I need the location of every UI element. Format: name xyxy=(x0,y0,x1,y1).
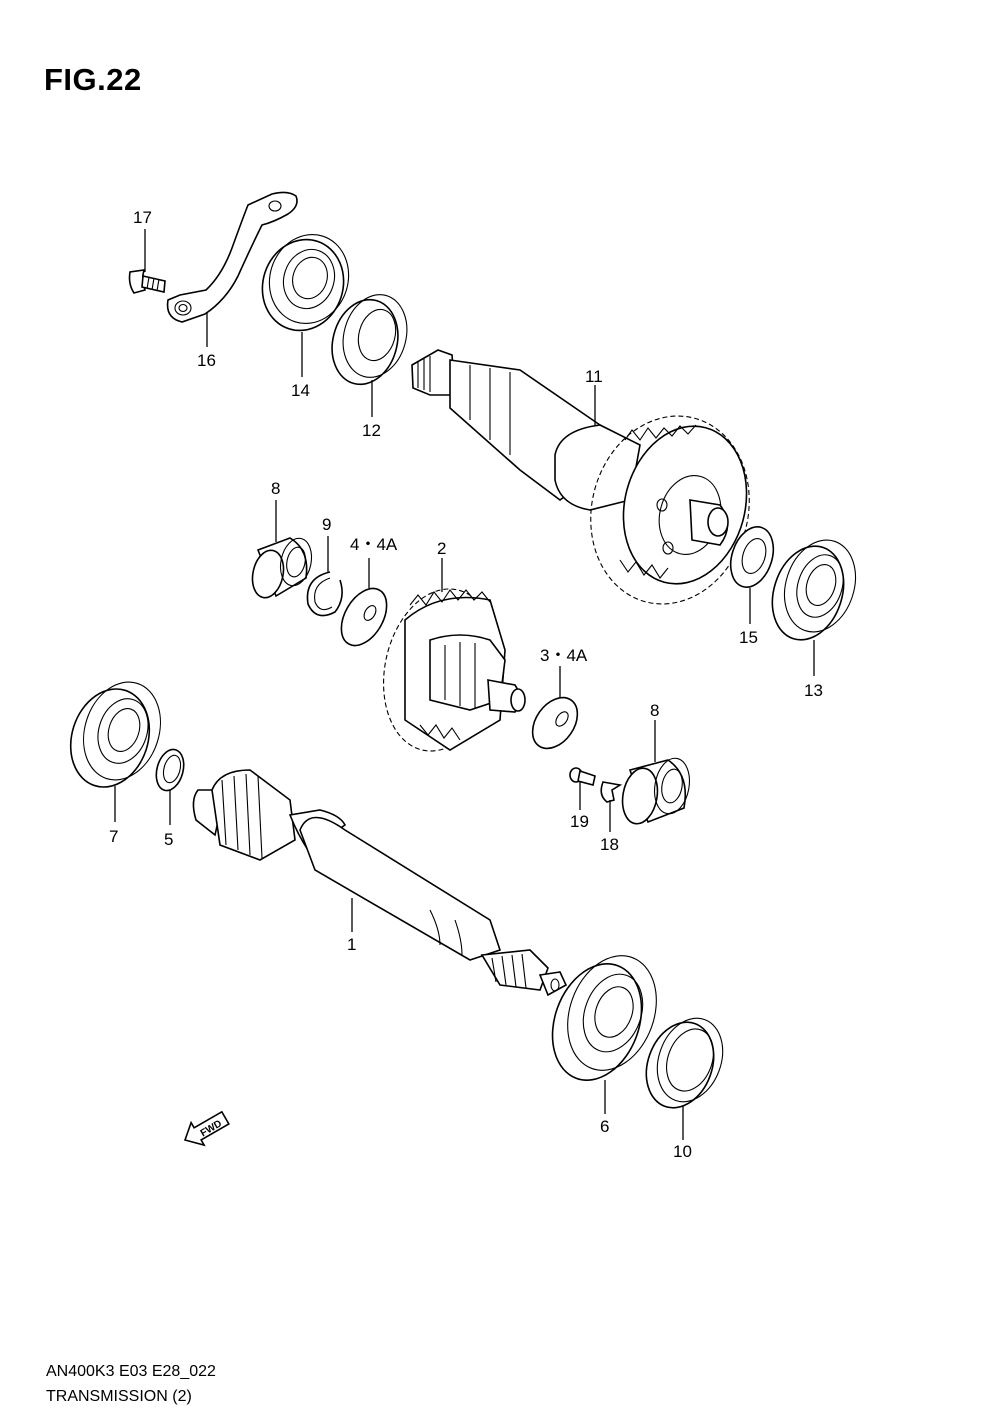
part-13-bearing xyxy=(771,539,856,641)
part-5-washer xyxy=(155,748,185,792)
footer-model-code: AN400K3 E03 E28_022 xyxy=(46,1363,216,1380)
fwd-arrow-label: FWD xyxy=(199,1118,224,1139)
part-16-retainer-plate xyxy=(166,191,298,323)
callout-17: 17 xyxy=(133,208,152,227)
part-3-washer xyxy=(531,696,579,750)
part-7-bearing xyxy=(69,681,161,788)
footer-section-title: TRANSMISSION (2) xyxy=(46,1388,192,1405)
callout-2: 2 xyxy=(437,539,446,558)
callout-7: 7 xyxy=(109,827,118,846)
callout-10: 10 xyxy=(673,1142,692,1161)
callout-19: 19 xyxy=(570,812,589,831)
callout-9: 9 xyxy=(322,515,331,534)
part-4-washer xyxy=(340,587,388,647)
figure-title: FIG.22 xyxy=(44,62,142,97)
callout-13: 13 xyxy=(804,681,823,700)
part-12-bearing xyxy=(331,294,408,386)
part-15-washer xyxy=(729,526,775,588)
part-2-gear xyxy=(383,588,526,752)
callout-18: 18 xyxy=(600,835,619,854)
callout-8-upper: 8 xyxy=(271,479,280,498)
callout-11: 11 xyxy=(585,367,603,386)
callout-12: 12 xyxy=(362,421,381,440)
part-18-lock-washer xyxy=(600,781,623,803)
part-11-driven-shaft xyxy=(411,349,750,605)
part-9-circlip xyxy=(306,571,343,617)
callout-16: 16 xyxy=(197,351,216,370)
part-1-drive-shaft xyxy=(192,769,568,997)
fwd-arrow-icon: FWD xyxy=(183,1110,230,1147)
callout-6: 6 xyxy=(600,1117,609,1136)
part-14-bearing xyxy=(261,233,350,332)
callout-3: 3・4A xyxy=(540,646,588,665)
callout-14: 14 xyxy=(291,381,310,400)
part-19-screw xyxy=(569,767,596,786)
callout-8-lower: 8 xyxy=(650,701,659,720)
part-10-oil-seal xyxy=(645,1017,724,1109)
callout-5: 5 xyxy=(164,830,173,849)
part-6-bearing xyxy=(551,955,657,1081)
part-17-screw xyxy=(128,269,166,294)
callout-labels: 17 16 14 12 11 8 9 4・4A 2 3・4A 8 15 13 7… xyxy=(109,208,823,1161)
leader-lines xyxy=(114,229,815,1140)
part-8-needle-bearing-lower xyxy=(621,757,690,825)
callout-1: 1 xyxy=(347,935,356,954)
callout-15: 15 xyxy=(739,628,758,647)
part-8-needle-bearing-upper xyxy=(251,537,313,599)
callout-4: 4・4A xyxy=(350,535,398,554)
